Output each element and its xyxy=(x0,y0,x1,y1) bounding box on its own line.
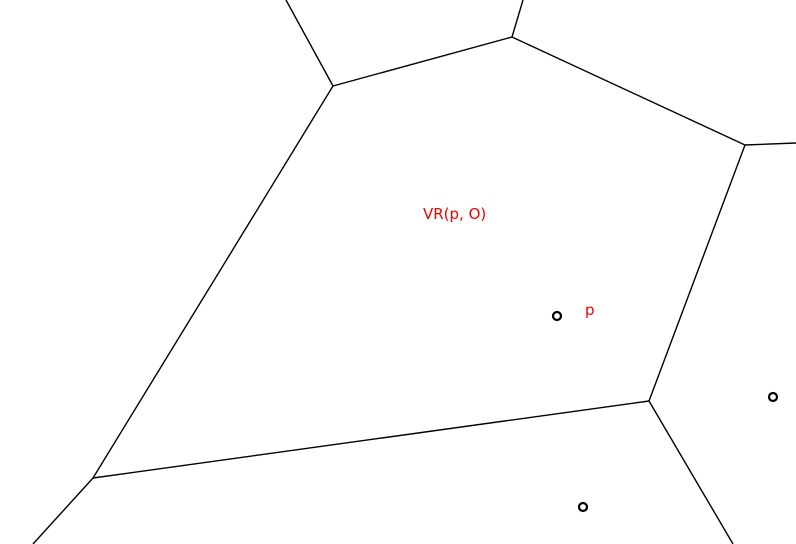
edge-region-left xyxy=(92,85,334,479)
site-bottom xyxy=(577,501,589,513)
region-label: VR(p, O) xyxy=(423,205,486,223)
site-right xyxy=(767,391,779,403)
edge-lower-right-outward xyxy=(648,400,734,544)
edge-region-upper-right xyxy=(511,36,746,146)
edge-lower-left-outward xyxy=(32,477,94,544)
edge-right-outward xyxy=(744,142,796,146)
site-p xyxy=(551,310,563,322)
site-label-p: p xyxy=(585,301,595,319)
edge-region-right xyxy=(648,144,746,402)
edge-top-right xyxy=(511,0,524,38)
edge-top-left xyxy=(285,0,334,87)
edge-region-top xyxy=(332,36,513,87)
edge-region-bottom xyxy=(92,400,650,479)
